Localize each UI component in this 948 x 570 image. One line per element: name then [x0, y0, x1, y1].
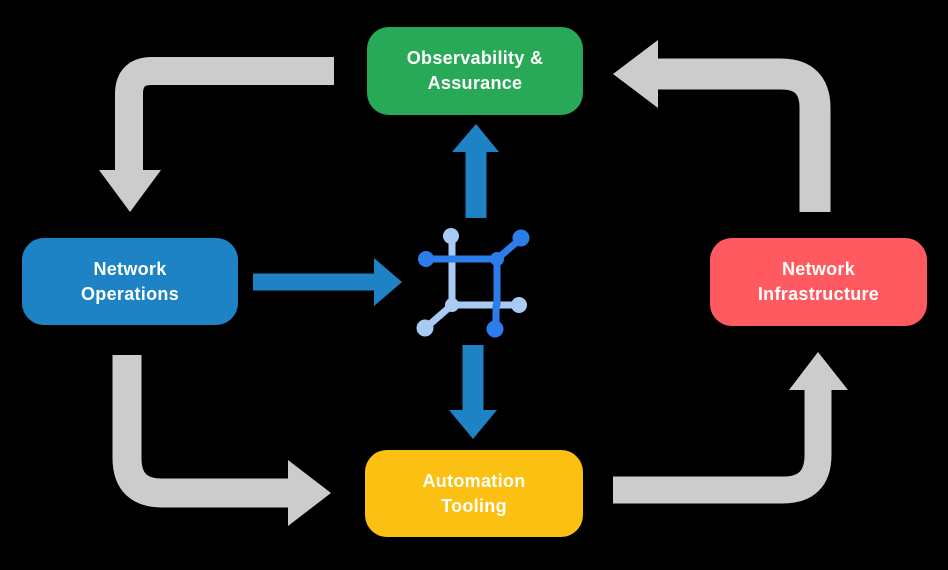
- arrow-shaft: [115, 57, 334, 172]
- node-label-line: Tooling: [441, 495, 507, 516]
- arrow-head-right: [288, 460, 331, 526]
- node-automation-tooling: Automation Tooling: [365, 450, 583, 537]
- arrow-shaft: [658, 58, 831, 212]
- flow-arrow-operations-to-tooling: [112, 355, 331, 526]
- node-network-infrastructure: Network Infrastructure: [710, 238, 927, 326]
- arrow-head-down: [99, 170, 161, 212]
- arrow-shaft: [613, 390, 832, 504]
- node-label-line: Assurance: [427, 73, 523, 93]
- arrow-platform-to-observability: [452, 124, 499, 218]
- arrow-head-right: [374, 258, 402, 306]
- network-mesh-icon: [416, 228, 530, 338]
- icon-node-right: [511, 297, 527, 313]
- arrow-head-up: [789, 352, 848, 390]
- arrow-head-down: [449, 410, 497, 439]
- icon-node-top: [443, 228, 459, 244]
- icon-node-left: [418, 251, 434, 267]
- node-label-line: Automation: [422, 470, 526, 491]
- arrow-head-up: [452, 124, 499, 152]
- arrow-shaft: [112, 355, 289, 508]
- icon-square-top-right: [425, 255, 501, 309]
- icon-square-left-bottom: [448, 255, 501, 309]
- flow-arrow-observability-to-operations: [99, 57, 334, 212]
- icon-corner-node-tr: [490, 252, 504, 266]
- icon-corner-node-bl: [445, 298, 459, 312]
- node-network-operations: Network Operations: [22, 238, 238, 325]
- node-label-line: Network: [781, 259, 856, 279]
- node-label-line: Operations: [80, 283, 180, 304]
- icon-node-bottom-left: [416, 319, 434, 337]
- node-label-line: Network: [93, 258, 167, 279]
- node-label-line: Observability &: [406, 48, 544, 68]
- node-observability-assurance: Observability & Assurance: [367, 27, 583, 115]
- flow-arrow-tooling-to-infrastructure: [613, 352, 848, 504]
- flow-arrow-infrastructure-to-observability: [613, 40, 831, 212]
- arrow-platform-to-tooling: [449, 345, 497, 439]
- node-label-line: Infrastructure: [757, 284, 880, 304]
- arrow-head-left: [613, 40, 658, 108]
- arrow-operations-to-platform: [253, 258, 402, 306]
- icon-node-top-right: [512, 229, 530, 247]
- icon-node-bottom: [486, 320, 504, 338]
